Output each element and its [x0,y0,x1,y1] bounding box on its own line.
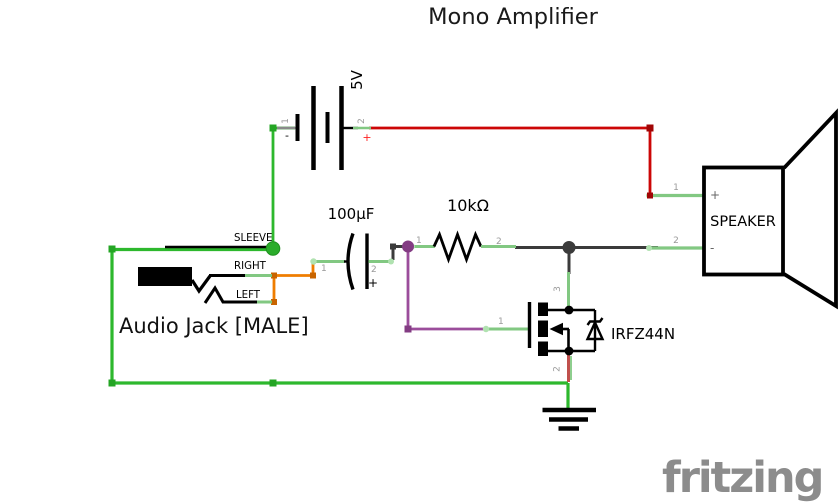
wire-output[interactable] [515,246,658,275]
bendpoint[interactable] [390,243,396,250]
mosfet-drain-segment [538,302,548,316]
mosfet-gate-pin-label: 1 [498,317,504,327]
speaker-minus-sign: - [710,241,714,255]
pin-tip [388,258,394,265]
cap-plus-sign: + [368,276,378,290]
cap-pin1-label: 1 [321,264,327,274]
jack-left-line [203,285,260,304]
wire-source-to-ground[interactable] [567,352,572,382]
mosfet-body-segment [538,320,548,337]
bendpoint[interactable] [108,245,116,253]
bendpoint[interactable] [269,124,277,132]
mosfet-source-pin-label: 2 [553,366,563,372]
junction-dot-output-node[interactable] [562,241,576,254]
speaker-pin1-label: 1 [673,183,679,193]
junction-dot-gate-node[interactable] [402,240,414,253]
junction-dot-sleeve[interactable] [265,241,281,256]
speaker-plus-sign: + [710,188,720,202]
bendpoint[interactable] [404,325,412,333]
resistor-value-label: 10kΩ [447,196,489,215]
cap-curved-plate [346,232,355,291]
battery-pin1-label: 1 [281,118,291,124]
drain-dot [564,305,574,315]
wire-cap-to-node[interactable] [390,243,404,261]
wire-battery-negative[interactable] [269,124,296,245]
cap-value-label: 100µF [328,205,375,223]
mosfet-source-segment [538,341,548,356]
resistor-pin1-label: 1 [416,236,422,246]
jack-tip [190,275,212,294]
cap-pin2-label: 2 [371,265,377,275]
body-diode-triangle [585,319,605,341]
audio-jack[interactable]: SLEEVE RIGHT LEFT Audio Jack [MALE] [119,233,309,338]
speaker-name-label: SPEAKER [710,214,776,230]
bendpoint[interactable] [646,124,654,132]
pin-tip [646,245,652,251]
wire-audio-signal[interactable] [271,262,316,305]
mosfet-drain-pin-label: 3 [553,286,563,292]
pin-tip [310,258,317,265]
speaker[interactable]: 1 2 + - SPEAKER [646,108,838,310]
ground-symbol[interactable] [542,407,597,431]
audio-jack-title: Audio Jack [MALE] [119,314,309,338]
fritzing-watermark: fritzing [662,453,822,503]
source-dot [564,346,574,356]
mosfet-source-arrow [549,322,563,336]
wire-gate[interactable] [404,250,485,333]
mosfet-name-label: IRFZ44N [611,325,675,343]
pin-tip [482,325,490,333]
battery-plus-sign: + [362,131,371,144]
jack-left-label: LEFT [236,290,261,301]
speaker-pin2-label: 2 [673,236,679,246]
speaker-body [702,165,785,277]
jack-body [138,267,192,286]
battery-pin2-label: 2 [357,118,367,124]
resistor-pin2-label: 2 [496,237,502,247]
jack-right-label: RIGHT [234,261,267,272]
bendpoint[interactable] [108,379,116,387]
mosfet[interactable]: 1 3 2 IRFZ44N [482,272,675,372]
wire-endpoint[interactable] [647,192,653,199]
battery[interactable]: 5V 1 2 - + [277,69,372,170]
battery-minus-sign: - [285,129,289,142]
jack-sleeve-label: SLEEVE [234,233,272,244]
wire-battery-positive[interactable] [369,124,654,194]
resistor-zigzag [432,230,483,264]
wire-ground-bus[interactable] [108,245,570,409]
battery-voltage-label: 5V [348,69,366,90]
speaker-cone [782,108,838,310]
page-title: Mono Amplifier [428,4,598,30]
bendpoint[interactable] [271,272,277,279]
capacitor[interactable]: 1 2 + 100µF [310,205,394,291]
bendpoint[interactable] [310,272,316,279]
resistor[interactable]: 1 2 10kΩ [409,196,516,264]
bendpoint[interactable] [271,299,277,305]
bendpoint[interactable] [269,379,277,387]
